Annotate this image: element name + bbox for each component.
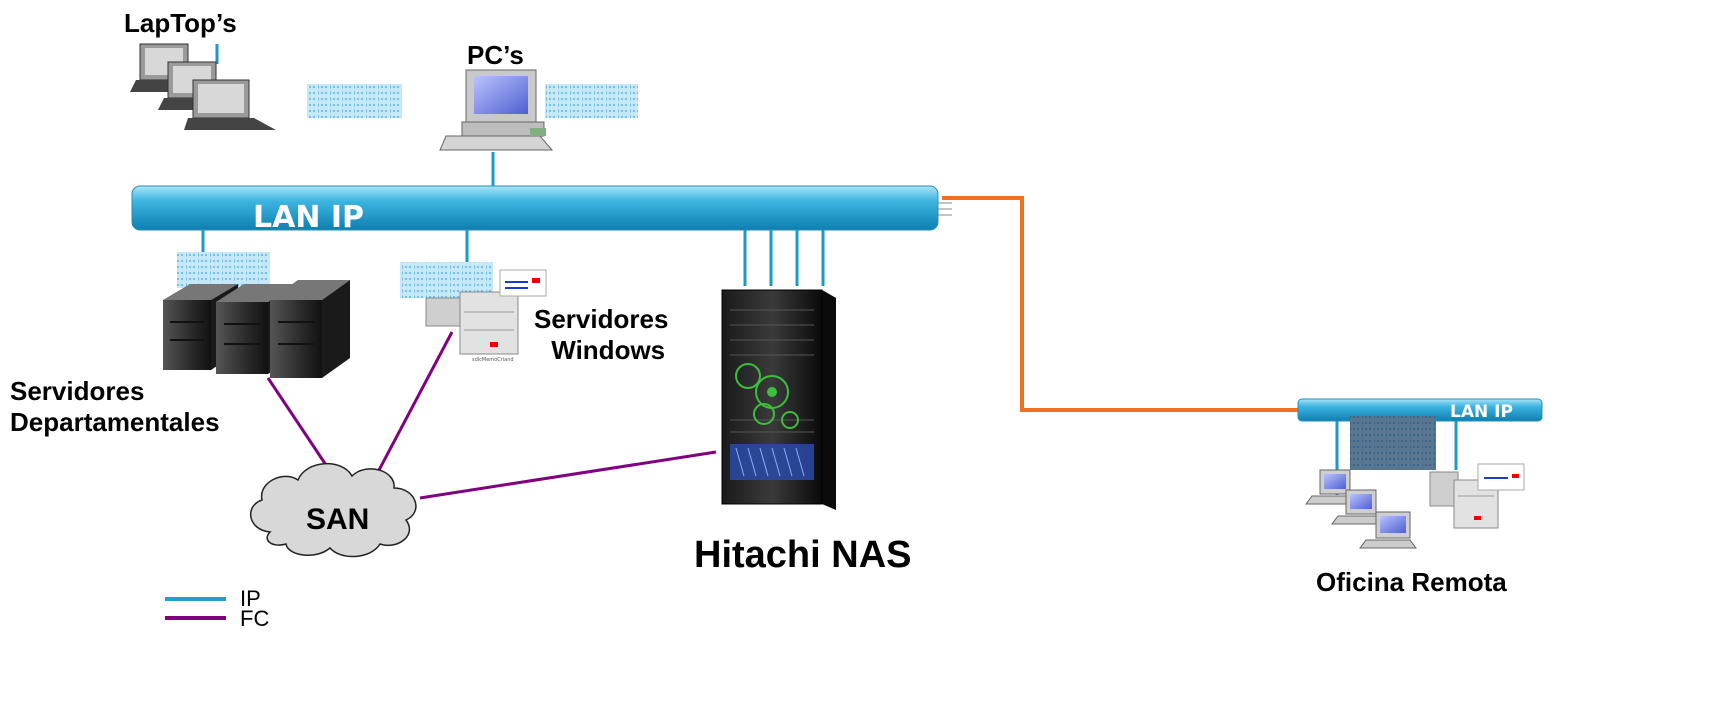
san-cloud-icon (249, 462, 417, 558)
pc-icon (439, 69, 554, 151)
remote-office-icon (1305, 416, 1525, 549)
hitachi-nas-icon (721, 289, 836, 510)
servidores-windows-label: Servidores Windows (534, 304, 668, 366)
pcs-label: PC’s (467, 40, 524, 70)
fc-links (266, 331, 717, 500)
lan-main-label: LAN IP (253, 200, 365, 235)
servidores-dep-line1: Servidores (10, 376, 145, 406)
windows-servers-icon: sdlcMemoCriand (425, 269, 547, 363)
lan-main-bar (131, 185, 952, 231)
hitachi-nas-label: Hitachi NAS (694, 534, 912, 576)
wan-link (942, 196, 1300, 412)
data-stream-2 (545, 84, 638, 118)
svg-text:sdlcMemoCriand: sdlcMemoCriand (472, 357, 514, 363)
servidores-departamentales-label: Servidores Departamentales (10, 376, 220, 438)
servidores-windows-line1: Servidores (534, 304, 669, 334)
laptops-label: LapTop’s (124, 8, 237, 38)
data-stream-3 (177, 252, 270, 288)
legend-fc-label: FC (240, 606, 270, 631)
legend-ip-label: IP (240, 586, 261, 611)
lan-remote-label: LAN IP (1450, 402, 1513, 422)
san-label: SAN (306, 503, 370, 536)
servidores-windows-line2: Windows (551, 335, 666, 366)
servidores-dep-line2: Departamentales (10, 407, 220, 438)
oficina-remota-label: Oficina Remota (1316, 567, 1507, 597)
legend-lines (165, 597, 226, 620)
data-stream-1 (307, 84, 402, 118)
departmental-servers-icon (163, 280, 350, 378)
laptops-icon (130, 43, 276, 130)
